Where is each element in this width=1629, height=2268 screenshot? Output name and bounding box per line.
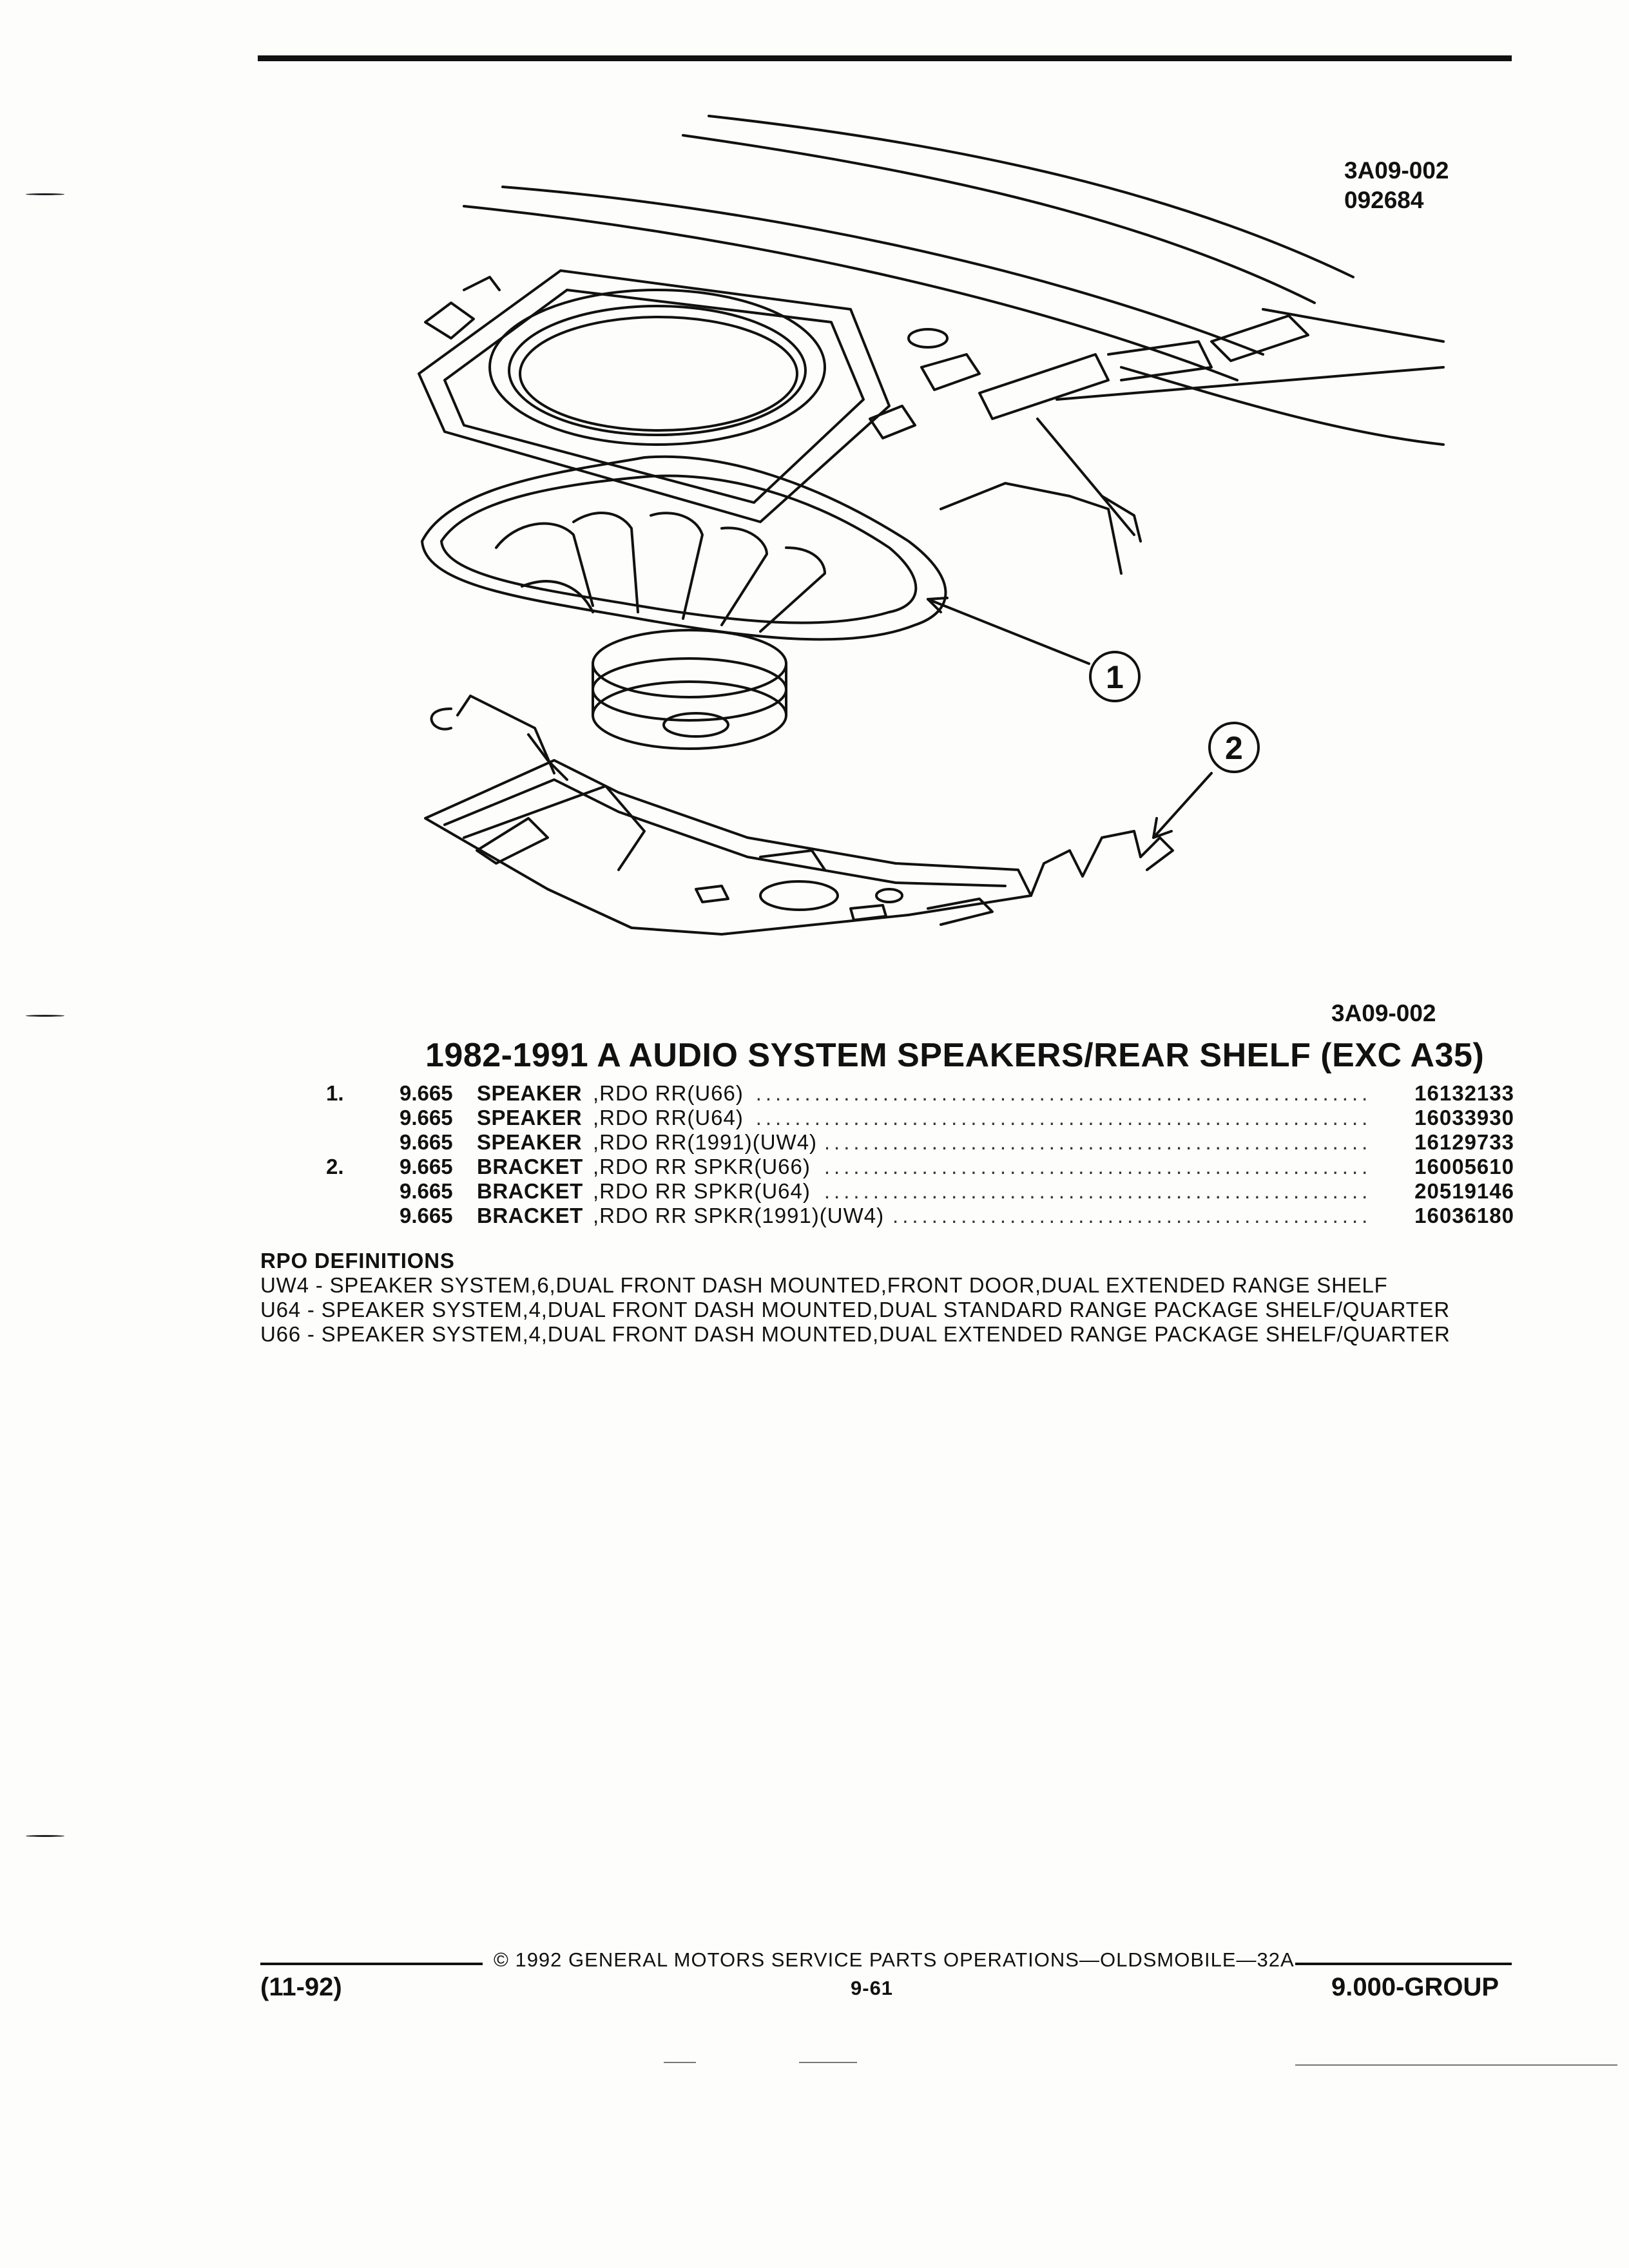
parts-row: 9.665 SPEAKER ..........................…	[316, 1130, 1514, 1155]
item-number: 2.	[326, 1155, 344, 1178]
figure-ref-date: 092684	[1344, 187, 1424, 213]
margin-mark	[26, 1835, 64, 1837]
rpo-definitions: RPO DEFINITIONS UW4 - SPEAKER SYSTEM,6,D…	[260, 1249, 1549, 1347]
part-name: BRACKET	[477, 1155, 583, 1178]
part-name: SPEAKER	[477, 1081, 583, 1105]
margin-mark	[26, 193, 64, 195]
margin-mark	[26, 1015, 64, 1017]
figure-caption-code: 3A09-002	[1331, 1000, 1436, 1026]
top-rule	[258, 55, 1512, 61]
part-name: BRACKET	[477, 1204, 583, 1227]
part-name: SPEAKER	[477, 1106, 583, 1129]
part-description: ,RDO RR(U66)	[593, 1081, 753, 1106]
part-name: BRACKET	[477, 1179, 583, 1203]
group-number: 9.665	[400, 1081, 453, 1105]
part-description: ,RDO RR SPKR(U64)	[593, 1179, 820, 1204]
rpo-heading: RPO DEFINITIONS	[260, 1249, 455, 1273]
parts-row: 9.665 BRACKET ..........................…	[316, 1179, 1514, 1204]
parts-list: 1. 9.665 SPEAKER .......................…	[316, 1081, 1514, 1228]
footer-date: (11-92)	[260, 1973, 342, 2001]
footer-group: 9.000-GROUP	[1331, 1973, 1499, 2001]
footer-copyright: © 1992 GENERAL MOTORS SERVICE PARTS OPER…	[494, 1948, 1295, 1971]
group-number: 9.665	[400, 1204, 453, 1227]
rpo-line: U64 - SPEAKER SYSTEM,4,DUAL FRONT DASH M…	[260, 1298, 1451, 1321]
footer-rule-left	[260, 1963, 483, 1965]
part-description: ,RDO RR SPKR(U66)	[593, 1155, 820, 1179]
footer-rule-right	[1295, 1963, 1512, 1965]
parts-row: 2. 9.665 BRACKET .......................…	[316, 1155, 1514, 1179]
speaker-illustration: 1 2	[418, 115, 1445, 936]
item-number: 1.	[326, 1081, 344, 1105]
part-description: ,RDO RR(U64)	[593, 1106, 753, 1130]
rpo-line: UW4 - SPEAKER SYSTEM,6,DUAL FRONT DASH M…	[260, 1273, 1388, 1297]
group-number: 9.665	[400, 1179, 453, 1203]
part-number: 16132133	[1414, 1081, 1514, 1105]
rpo-line: U66 - SPEAKER SYSTEM,4,DUAL FRONT DASH M…	[260, 1322, 1451, 1346]
footer-page-number: 9-61	[851, 1977, 894, 1999]
scan-artifact	[664, 2062, 696, 2063]
parts-row: 9.665 BRACKET ..........................…	[316, 1204, 1514, 1228]
group-number: 9.665	[400, 1155, 453, 1178]
part-number: 16036180	[1414, 1204, 1514, 1227]
group-number: 9.665	[400, 1130, 453, 1154]
parts-row: 1. 9.665 SPEAKER .......................…	[316, 1081, 1514, 1106]
parts-row: 9.665 SPEAKER ..........................…	[316, 1106, 1514, 1130]
part-number: 20519146	[1414, 1179, 1514, 1203]
part-description: ,RDO RR(1991)(UW4)	[593, 1130, 827, 1155]
part-name: SPEAKER	[477, 1130, 583, 1154]
group-number: 9.665	[400, 1106, 453, 1129]
part-number: 16129733	[1414, 1130, 1514, 1154]
callout-2-label: 2	[1225, 730, 1243, 766]
part-number: 16005610	[1414, 1155, 1514, 1178]
part-description: ,RDO RR SPKR(1991)(UW4)	[593, 1204, 894, 1228]
part-number: 16033930	[1414, 1106, 1514, 1129]
callout-1-label: 1	[1106, 659, 1124, 695]
figure-ref-code: 3A09-002	[1344, 157, 1449, 184]
scan-artifact	[799, 2062, 857, 2063]
page-title: 1982-1991 A AUDIO SYSTEM SPEAKERS/REAR S…	[425, 1037, 1485, 1074]
scan-artifact	[1295, 2064, 1617, 2066]
